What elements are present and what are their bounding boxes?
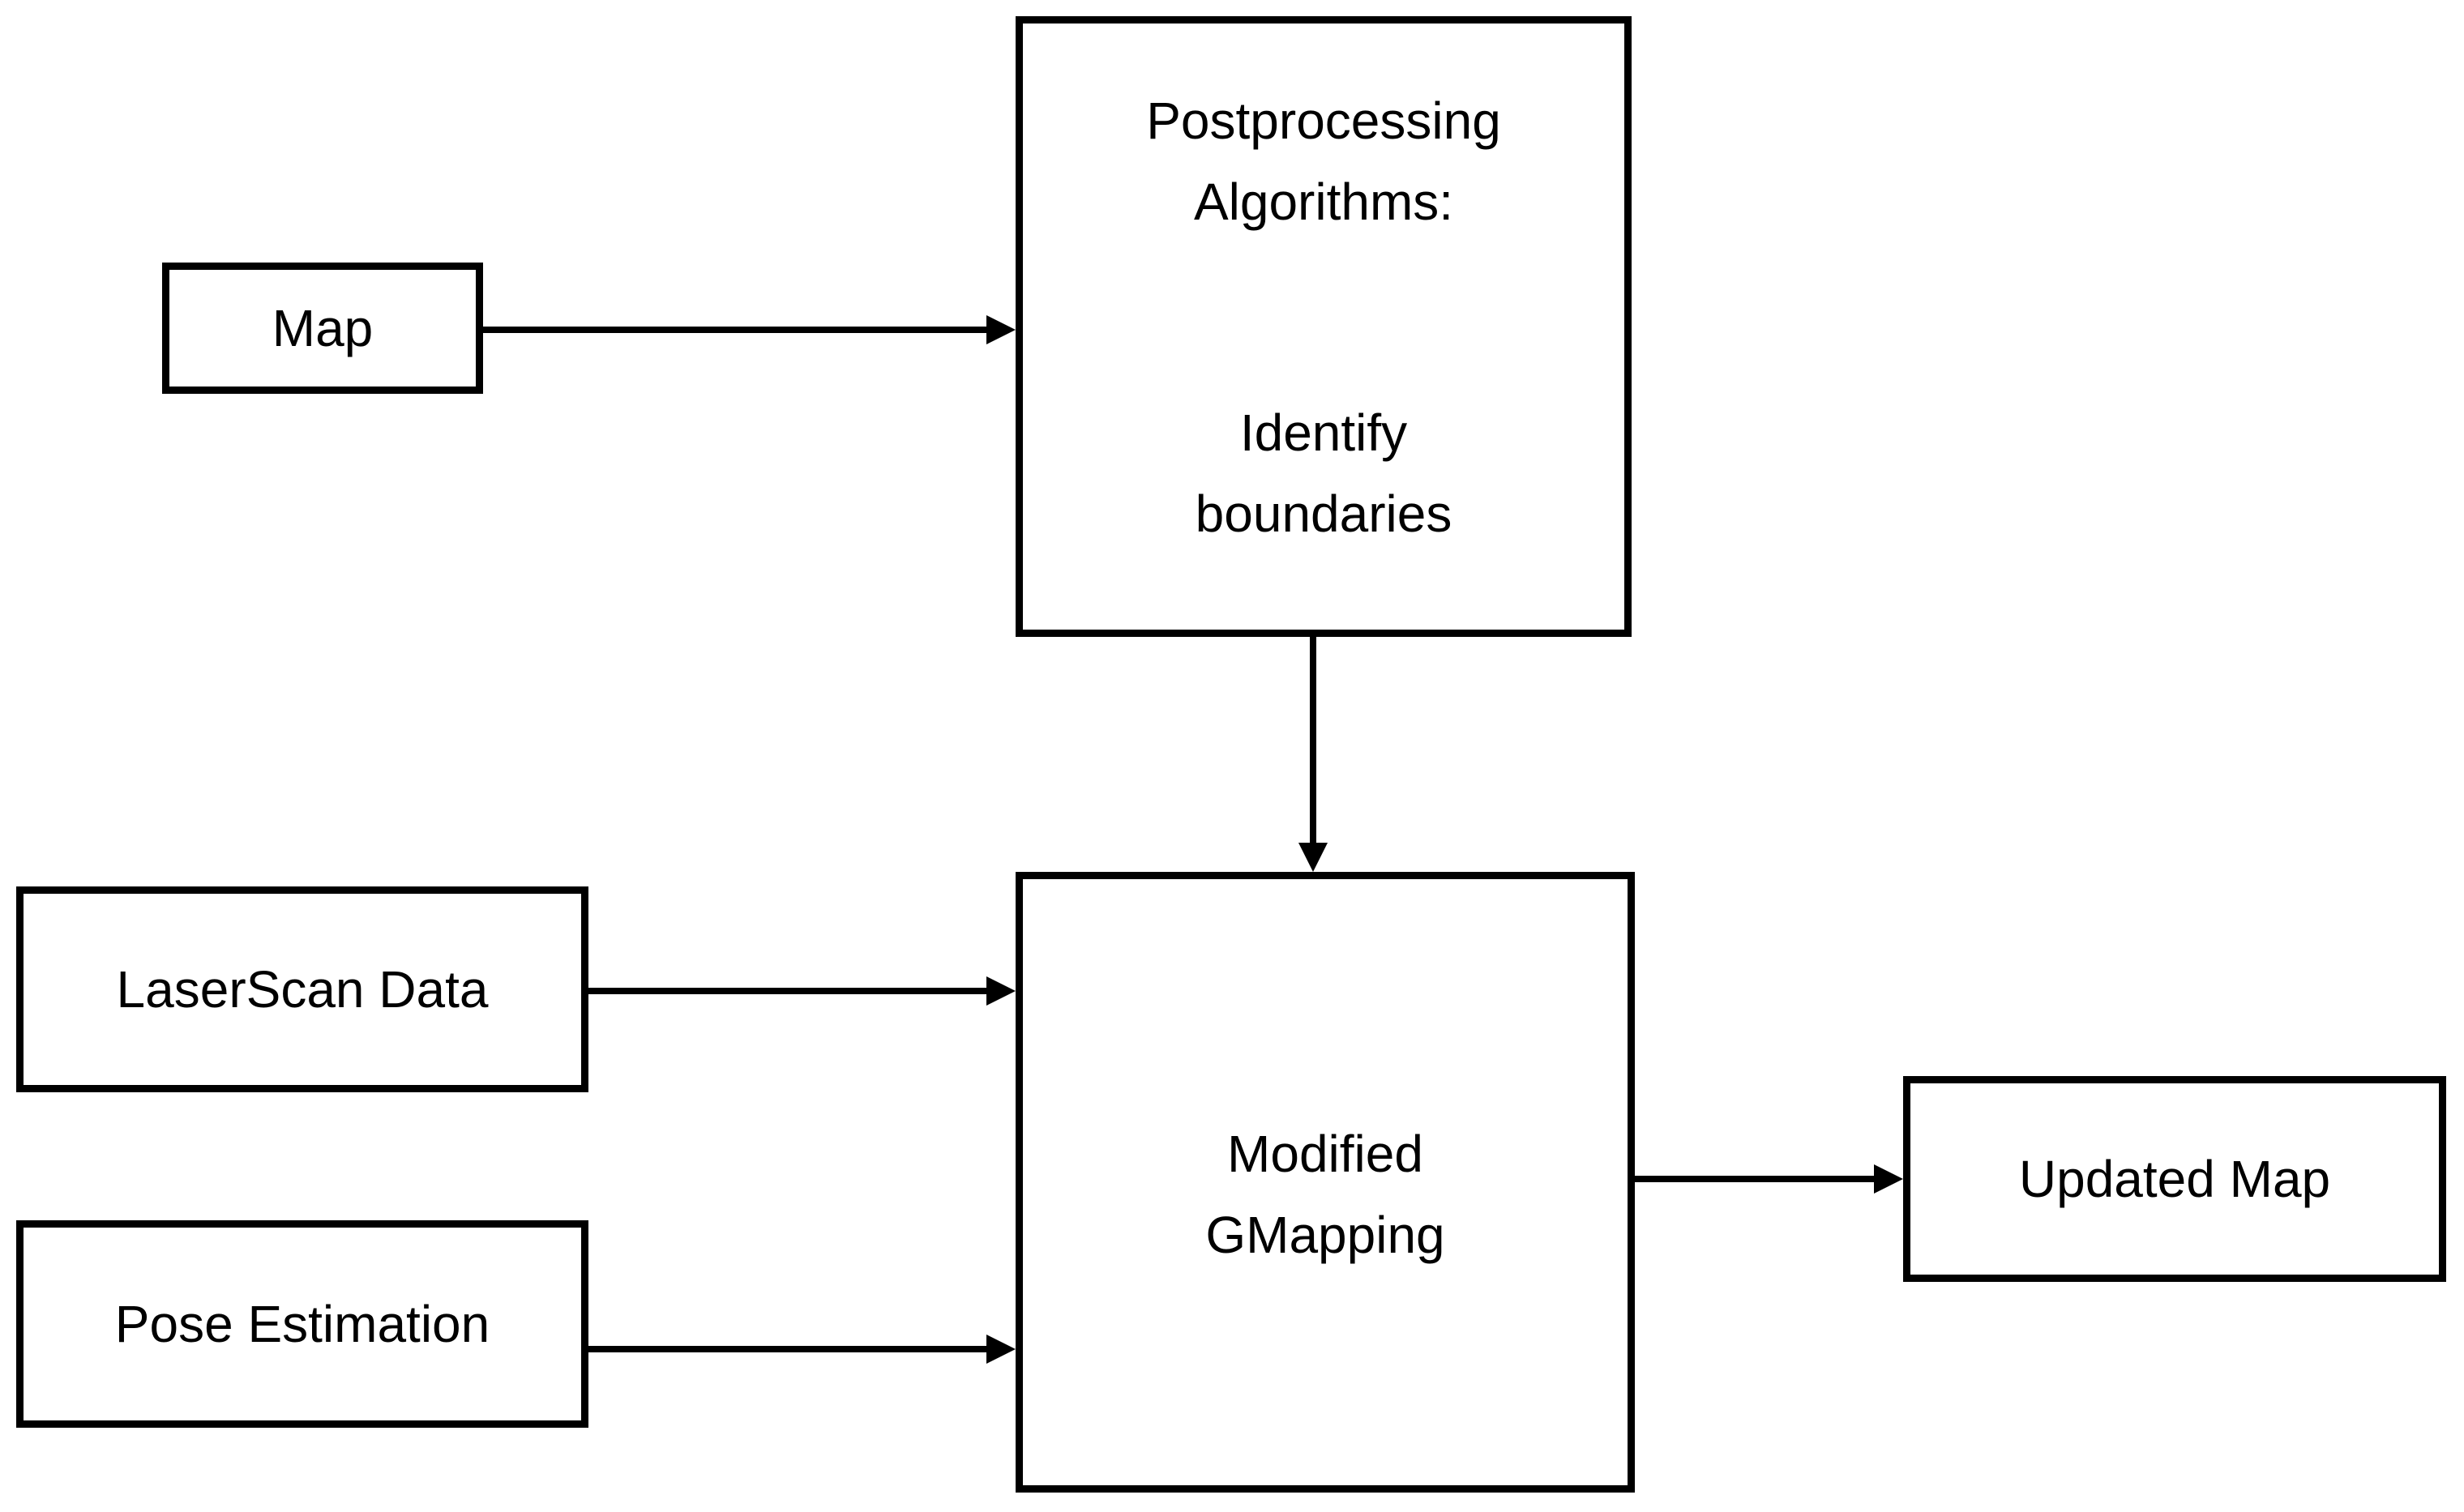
node-gmapping-label-line1: Modified [1227, 1125, 1423, 1183]
arrowhead-right-icon [986, 976, 1016, 1006]
arrow-map-to-postprocessing-shaft [483, 327, 986, 333]
node-map-label: Map [272, 299, 374, 357]
arrow-pose-to-gmapping-shaft [588, 1346, 986, 1352]
arrow-postprocessing-to-gmapping-shaft [1310, 637, 1316, 843]
arrowhead-right-icon [986, 315, 1016, 344]
arrowhead-right-icon [1874, 1164, 1903, 1194]
node-postprocessing-title: Postprocessing Algorithms: [1023, 80, 1624, 242]
node-updated-map: Updated Map [1903, 1076, 2446, 1282]
node-pose-label: Pose Estimation [114, 1295, 490, 1353]
node-laserscan-label: LaserScan Data [116, 960, 489, 1019]
arrowhead-down-icon [1298, 843, 1328, 872]
node-postprocessing-subtitle: Identify boundaries [1023, 392, 1624, 554]
node-postprocessing-algorithms: Postprocessing Algorithms: Identify boun… [1016, 16, 1632, 637]
node-postprocessing-subtitle-line1: Identify [1239, 404, 1408, 462]
node-updated-map-label: Updated Map [2018, 1150, 2331, 1208]
arrow-laserscan-to-gmapping-shaft [588, 988, 986, 994]
node-postprocessing-subtitle-line2: boundaries [1195, 485, 1452, 543]
node-gmapping-label-line2: GMapping [1205, 1206, 1445, 1264]
node-postprocessing-title-line1: Postprocessing [1146, 92, 1501, 150]
arrowhead-right-icon [986, 1335, 1016, 1364]
node-modified-gmapping: Modified GMapping [1016, 872, 1635, 1493]
node-postprocessing-title-line2: Algorithms: [1193, 173, 1454, 231]
arrow-gmapping-to-updated-map-shaft [1635, 1176, 1874, 1182]
node-map: Map [162, 263, 483, 394]
node-pose-estimation: Pose Estimation [16, 1220, 588, 1428]
node-laserscan-data: LaserScan Data [16, 886, 588, 1092]
